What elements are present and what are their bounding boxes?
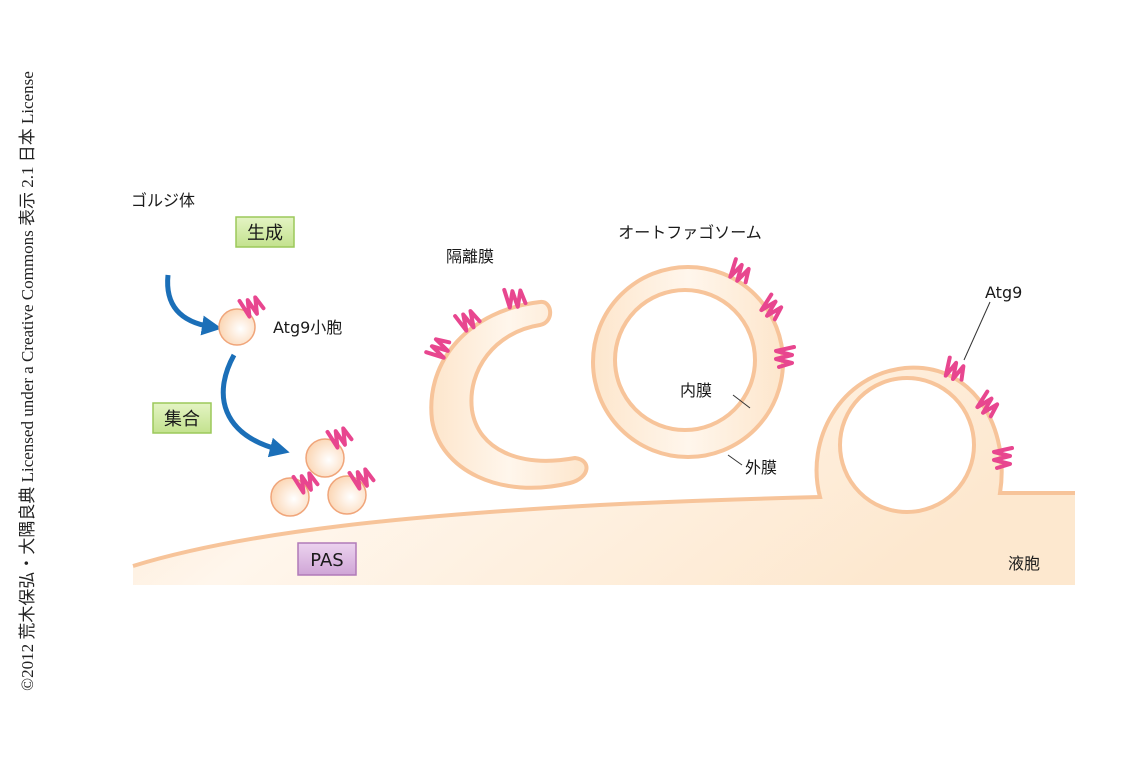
- autophagosome-label: オートファゴソーム: [618, 223, 762, 242]
- golgi-label: ゴルジ体: [131, 191, 195, 210]
- assembly-arrow: [220, 353, 290, 458]
- atg9-vesicle-label: Atg9小胞: [273, 318, 342, 337]
- assembly-box: 集合: [152, 402, 212, 434]
- generation-box: 生成: [235, 216, 295, 248]
- vacuole: [132, 365, 1075, 585]
- assembly-label: 集合: [164, 409, 200, 430]
- pas-box: PAS: [297, 542, 357, 576]
- isolation-membrane-label: 隔離膜: [446, 247, 494, 266]
- vacuole-label: 液胞: [1008, 554, 1040, 573]
- generation-arrow: [165, 274, 222, 336]
- isolation-membrane: [429, 299, 589, 490]
- vacuole-inner-vesicle: [838, 376, 976, 514]
- atg9-vesicle: [218, 292, 267, 346]
- inner-membrane-label: 内膜: [680, 381, 712, 400]
- atg9-label: Atg9: [985, 283, 1022, 302]
- pas-label: PAS: [310, 550, 343, 571]
- atg9-leader: [963, 301, 991, 361]
- outer-membrane-label: 外膜: [745, 458, 777, 477]
- outer-membrane-leader: [727, 454, 743, 466]
- generation-label: 生成: [247, 223, 283, 244]
- autophagosome: [591, 265, 785, 459]
- inner-membrane-leader: [732, 394, 751, 409]
- pas-vesicle-cluster: [270, 423, 377, 517]
